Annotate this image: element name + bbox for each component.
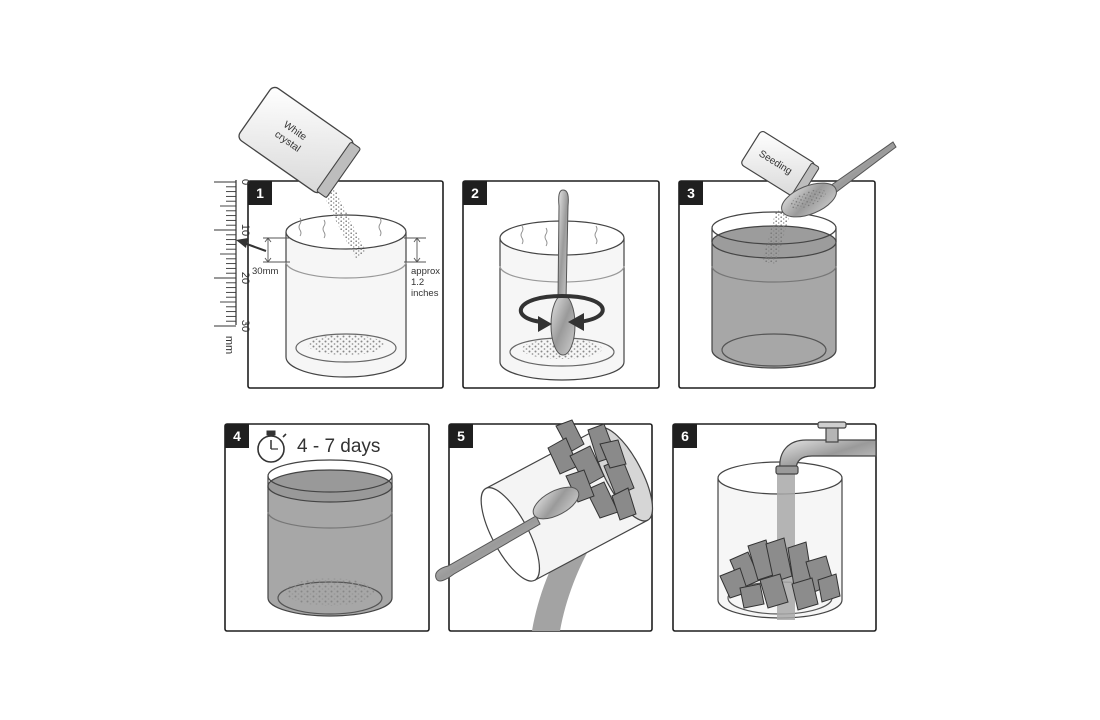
- stopwatch-icon: [257, 430, 287, 463]
- duration-label: 4 - 7 days: [297, 436, 380, 457]
- step-6-badge: 6: [673, 424, 697, 448]
- step-2-badge: 2: [463, 181, 487, 205]
- crystal-cluster-icon: [547, 419, 637, 521]
- step-3-number: 3: [687, 185, 695, 201]
- ruler-tick-30: 30: [239, 320, 251, 332]
- step-1-illustration: 30mm approx 1.2 inches White crystal: [238, 86, 440, 378]
- step-3-badge: 3: [679, 181, 703, 205]
- stir-arrow-icon: [518, 293, 605, 332]
- step-3-illustration: Seeding: [711, 130, 897, 369]
- packet-icon: White crystal: [238, 86, 361, 198]
- ruler-icon: 0 10 20 30 mm: [214, 179, 267, 354]
- step-1-badge: 1: [248, 181, 272, 205]
- right-measure-line-2: 1.2: [411, 277, 424, 288]
- step-5-illustration: [435, 419, 654, 631]
- faucet-icon: [775, 421, 877, 475]
- glass: [285, 214, 407, 378]
- glass-with-solution: [267, 459, 393, 617]
- step-2-illustration: [499, 189, 625, 381]
- left-measure-label: 30mm: [252, 266, 278, 277]
- crystal-cluster-icon: [719, 537, 841, 611]
- ruler-tick-0: 0: [239, 179, 251, 185]
- right-measure-line-1: approx: [411, 266, 440, 277]
- spoon-icon: [435, 486, 580, 582]
- step-4-number: 4: [233, 428, 241, 444]
- right-measure-line-3: inches: [411, 288, 439, 299]
- step-6-illustration: [717, 421, 877, 620]
- ruler-tick-10: 10: [239, 224, 251, 236]
- step-5-badge: 5: [449, 424, 473, 448]
- spoon-icon: [781, 141, 897, 218]
- step-2-number: 2: [471, 185, 479, 201]
- step-4-illustration: 4 - 7 days: [257, 430, 393, 617]
- falling-crystals: [322, 186, 366, 258]
- ruler-tick-20: 20: [239, 272, 251, 284]
- ruler-unit: mm: [223, 336, 235, 354]
- step-4-badge: 4: [225, 424, 249, 448]
- step-5-number: 5: [457, 428, 465, 444]
- step-badges: 1 2 3 4 5 6: [225, 181, 703, 448]
- step-1-number: 1: [256, 185, 264, 201]
- step-6-number: 6: [681, 428, 689, 444]
